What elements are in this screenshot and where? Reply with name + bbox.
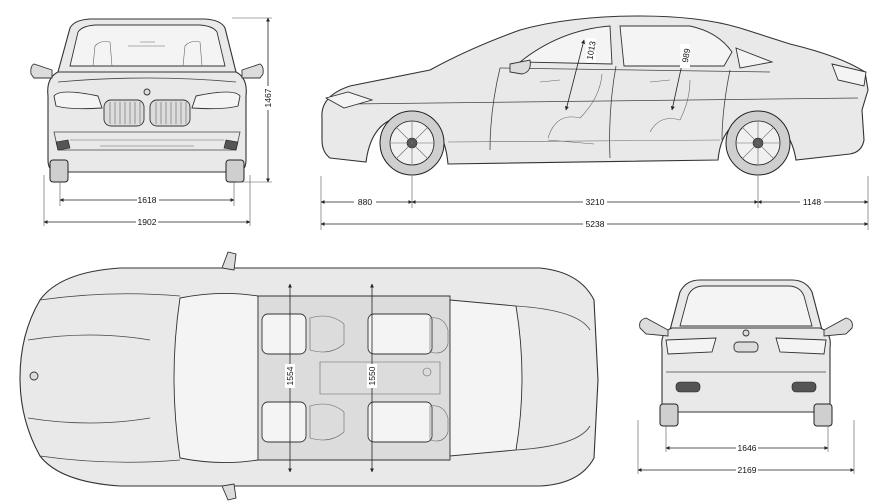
rear-interior-width-label: 1550 <box>367 366 377 385</box>
front-view-dimensions: 1618 1902 1467 <box>43 17 273 227</box>
rear-view <box>639 279 853 427</box>
overall-width-label: 1902 <box>138 217 157 227</box>
top-view-dimensions: 1554 1550 <box>285 283 377 473</box>
front-interior-width-label: 1554 <box>285 366 295 385</box>
front-overhang-label: 880 <box>358 197 372 207</box>
top-view <box>19 251 599 501</box>
rear-view-dimensions: 1646 2169 <box>637 420 855 475</box>
height-label: 1467 <box>263 88 273 107</box>
rear-overhang-label: 1148 <box>803 197 822 207</box>
front-headroom-label: 1013 <box>584 40 597 61</box>
headroom-dimensions: 1013 989 <box>564 38 692 111</box>
overall-length-label: 5238 <box>586 219 605 229</box>
rear-headroom-label: 989 <box>680 47 692 63</box>
side-view-dimensions: 880 3210 1148 5238 <box>320 176 869 230</box>
overall-width-mirrors-label: 2169 <box>738 465 757 475</box>
front-track-label: 1618 <box>138 195 157 205</box>
rear-track-label: 1646 <box>738 443 757 453</box>
front-view <box>30 18 264 183</box>
wheelbase-label: 3210 <box>586 197 605 207</box>
